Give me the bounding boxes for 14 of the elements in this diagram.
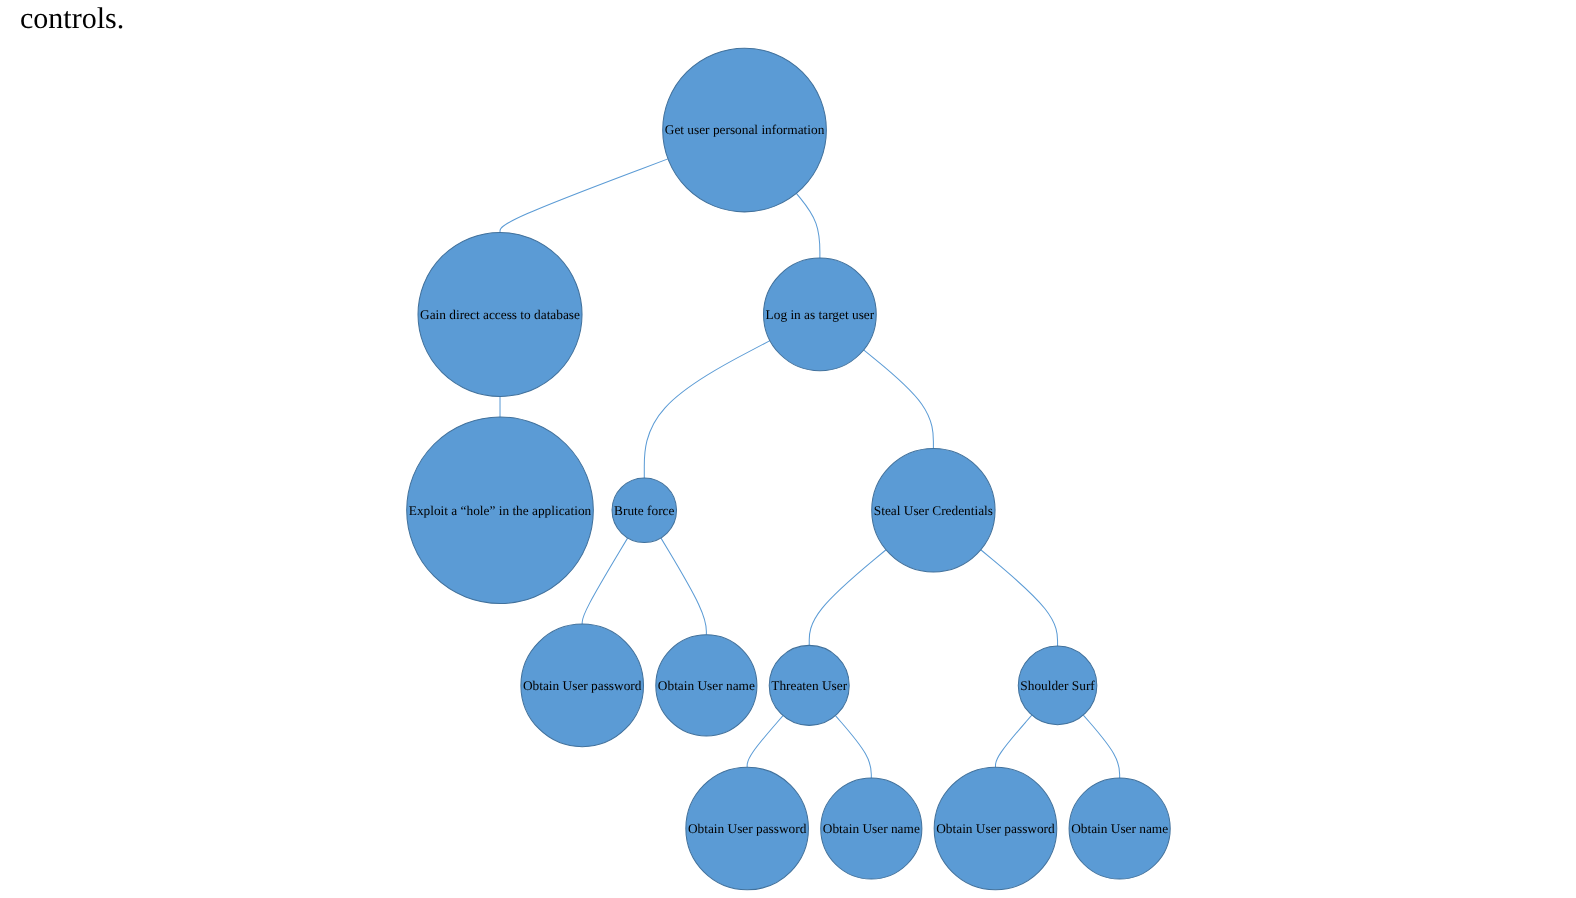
note-text: controls.: [20, 4, 125, 36]
connector: [581, 537, 628, 625]
connector: [643, 340, 771, 479]
connector: [746, 715, 784, 768]
connector: [834, 715, 872, 779]
connector: [862, 349, 934, 450]
connector: [795, 192, 820, 259]
connector: [1082, 714, 1120, 779]
connector: [499, 395, 501, 418]
connector: [808, 549, 887, 646]
connector: [994, 714, 1032, 768]
connector: [659, 537, 707, 636]
connector: [979, 549, 1058, 647]
connector: [499, 158, 668, 233]
